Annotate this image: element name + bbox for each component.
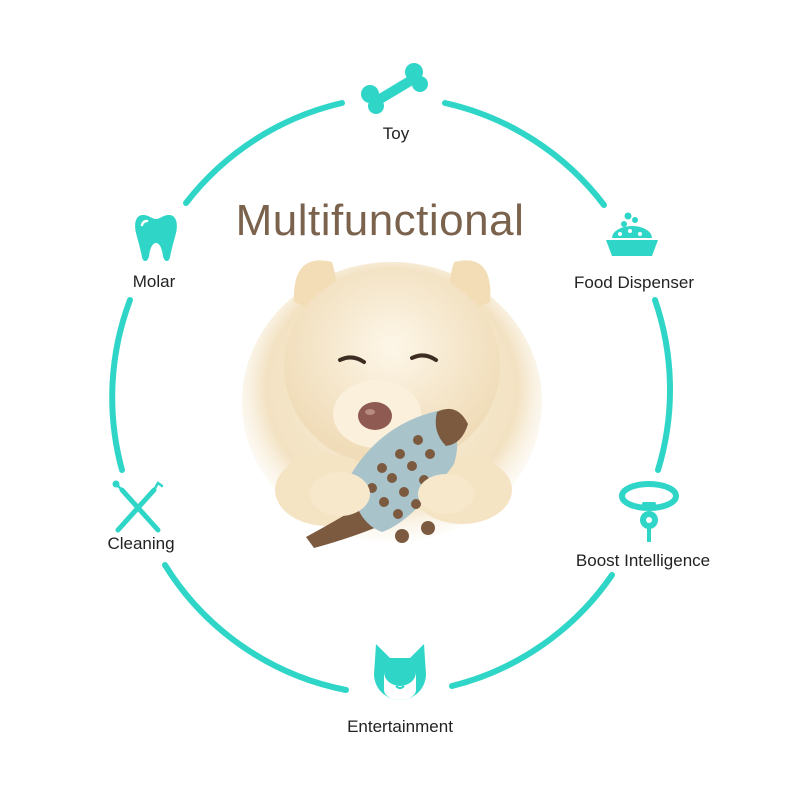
ring-arc-toy-food xyxy=(442,100,607,208)
ring-arc-entertainment-cleaning xyxy=(162,562,349,693)
ring-arc-boost-entertainment xyxy=(449,572,615,689)
ring-arc-molar-toy xyxy=(183,100,345,206)
diagram-title: Multifunctional xyxy=(235,196,525,245)
ring-arc-food-boost xyxy=(652,297,674,473)
puppy-photo xyxy=(242,260,542,548)
chew-toy xyxy=(306,408,468,548)
ring-arc-cleaning-molar xyxy=(109,297,133,473)
